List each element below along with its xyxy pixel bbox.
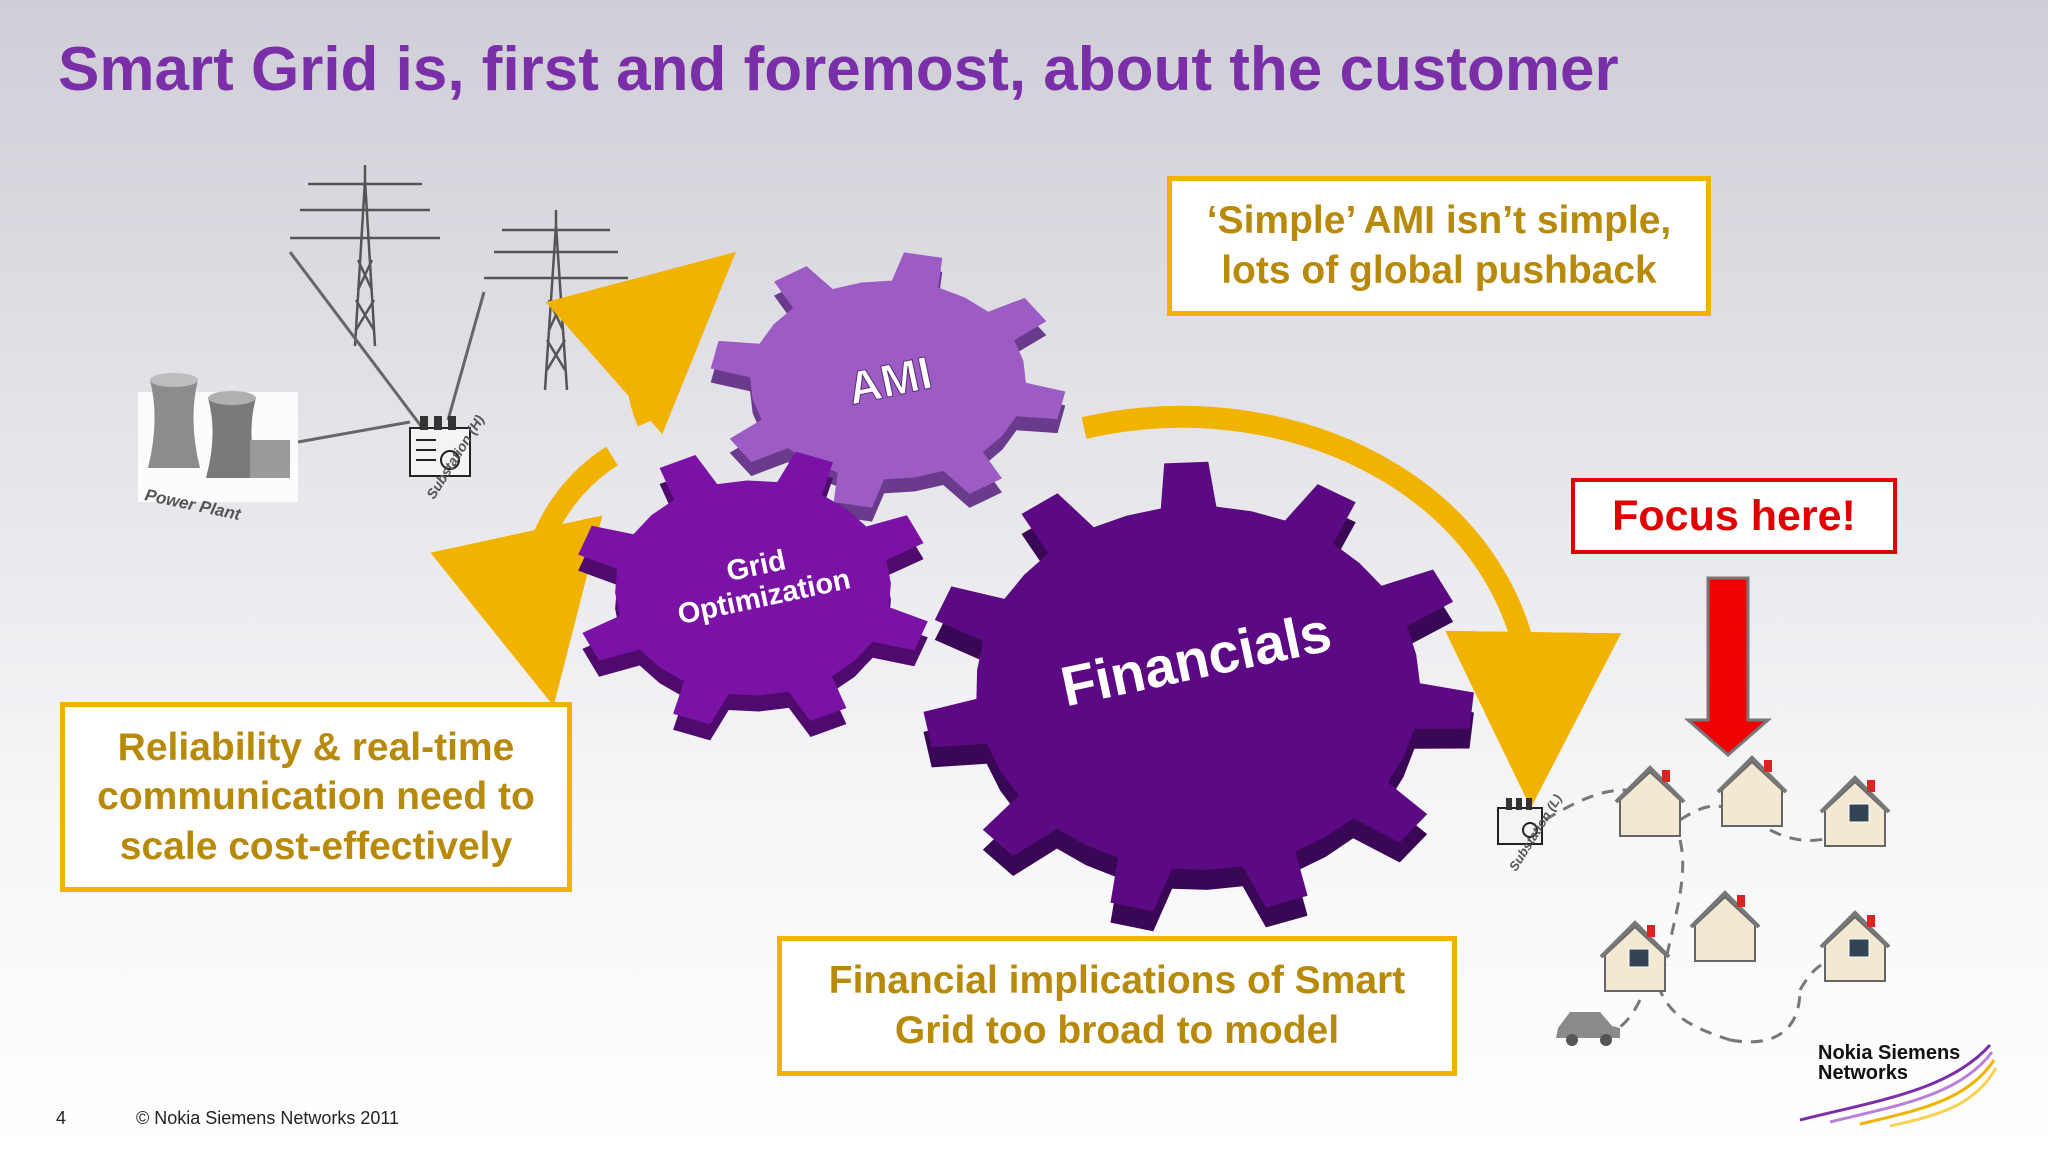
page-number: 4 [56, 1108, 67, 1128]
nsn-logo-line1: Nokia Siemens [1818, 1042, 1961, 1064]
arrow-to-ami [545, 251, 736, 435]
arrow-to-reliability [430, 446, 619, 707]
red-down-arrow [1684, 576, 1772, 757]
house-icon [1599, 920, 1671, 992]
substation-l-icon [1497, 798, 1543, 845]
focus-here-box: Focus here! [1571, 478, 1897, 554]
reliability-callout-line2: communication need to [97, 775, 535, 819]
house-icon [1819, 910, 1891, 982]
nsn-logo-swoosh [1799, 1044, 1998, 1128]
financial-callout-line1: Financial implications of Smart [828, 959, 1406, 1003]
substation-h-icon [409, 416, 471, 477]
houses [1599, 755, 1891, 992]
reliability-callout-line1: Reliability & real-time [117, 725, 515, 769]
power-lines [288, 251, 486, 444]
power-plant-icon [138, 373, 298, 502]
financial-callout: Financial implications of Smart Grid too… [777, 936, 1457, 1076]
house-icon [1819, 775, 1891, 847]
pylon-right-icon [484, 210, 628, 391]
house-icon [1716, 755, 1788, 827]
car-icon [1556, 1012, 1620, 1046]
ami-callout-line1: ‘Simple’ AMI isn’t simple, [1206, 199, 1672, 243]
slide-title: Smart Grid is, first and foremost, about… [58, 35, 1619, 104]
nsn-logo-text: Nokia Siemens Networks [1818, 1043, 1960, 1083]
house-icon [1689, 890, 1761, 962]
ami-callout: ‘Simple’ AMI isn’t simple, lots of globa… [1167, 176, 1711, 316]
reliability-callout: Reliability & real-time communication ne… [60, 702, 572, 892]
pylon-left-icon [290, 165, 440, 347]
ami-callout-line2: lots of global pushback [1221, 249, 1657, 292]
financial-callout-line2: Grid too broad to model [894, 1009, 1340, 1052]
nsn-logo-line2: Networks [1818, 1062, 1909, 1084]
gear-grid-optimization [578, 451, 928, 741]
gear-financials [923, 461, 1474, 932]
house-icon [1614, 765, 1686, 837]
arrow-to-customers [1081, 405, 1622, 808]
copyright: © Nokia Siemens Networks 2011 [136, 1108, 400, 1128]
reliability-callout-line3: scale cost-effectively [119, 824, 513, 868]
